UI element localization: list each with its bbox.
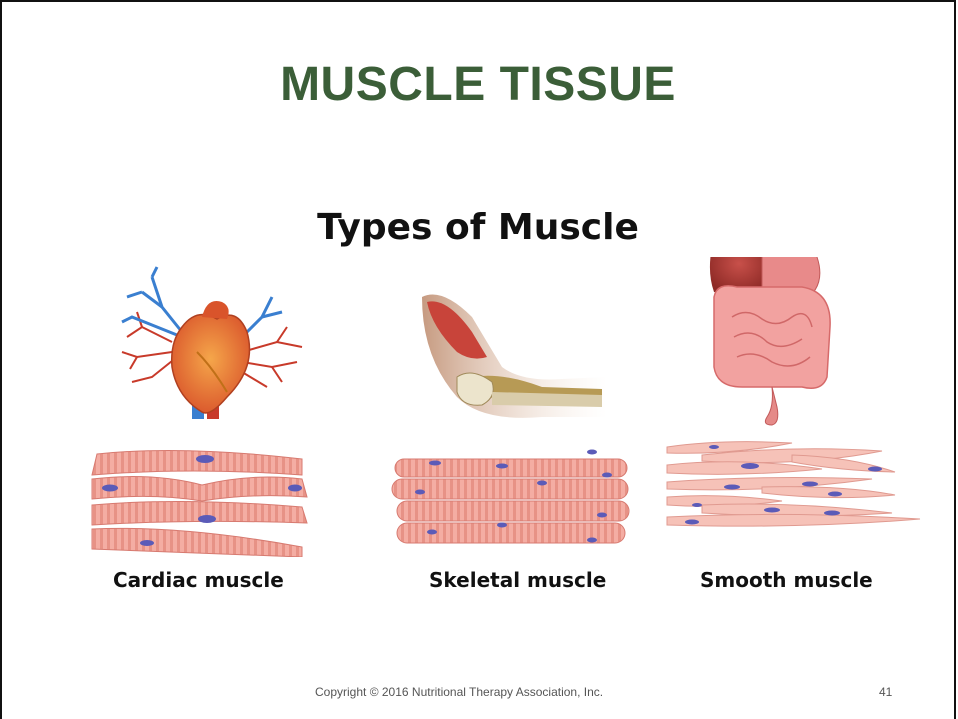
label-skeletal-muscle: Skeletal muscle [429,568,606,592]
elbow-arm-icon [422,295,607,418]
muscle-illustrations [2,257,958,557]
cardiac-fibers [92,450,307,557]
smooth-fibers [667,442,920,526]
slide-title: MUSCLE TISSUE [2,57,954,112]
label-smooth-muscle: Smooth muscle [700,568,873,592]
slide-subtitle: Types of Muscle [2,207,954,248]
digestive-organs-icon [710,257,830,425]
label-cardiac-muscle: Cardiac muscle [113,568,284,592]
heart-icon [122,267,302,419]
copyright-footer: Copyright © 2016 Nutritional Therapy Ass… [315,685,603,699]
skeletal-fibers [392,450,629,544]
page-number: 41 [879,685,892,699]
